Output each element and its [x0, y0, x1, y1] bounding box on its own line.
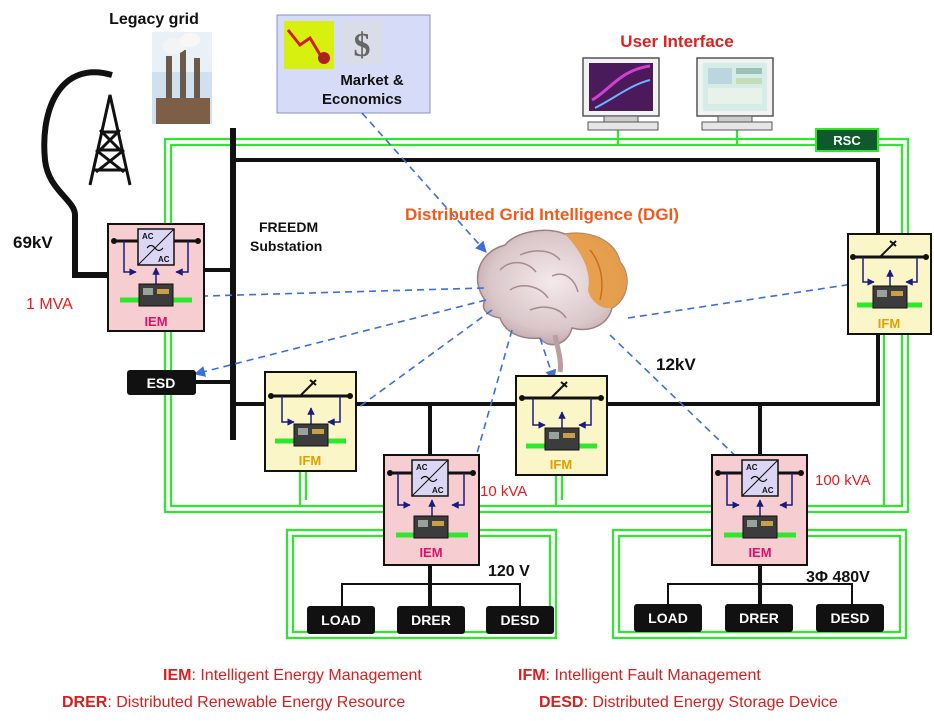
iem-right	[711, 454, 808, 566]
freedm-label-line2: Substation	[250, 238, 322, 254]
ac-label: AC	[416, 463, 428, 472]
ac-label: AC	[762, 486, 774, 495]
ifm-right	[847, 233, 932, 335]
legend-item-drer: DRER: Distributed Renewable Energy Resou…	[62, 694, 406, 711]
desd-box-right	[816, 604, 884, 632]
transmission-tower-icon	[88, 94, 132, 186]
voltage-69kv-label: 69kV	[13, 233, 53, 252]
dollar-icon: $	[354, 27, 371, 64]
load-label: LOAD	[648, 610, 688, 626]
iem-label: IEM	[748, 545, 771, 560]
legacy-grid-label: Legacy grid	[109, 11, 199, 28]
iem-label: IEM	[419, 545, 442, 560]
iem-left	[107, 223, 205, 332]
drer-label: DRER	[411, 612, 451, 628]
desd-label: DESD	[831, 610, 870, 626]
rsc-label: RSC	[833, 133, 861, 148]
legacy-grid-illustration	[152, 32, 212, 124]
monitor-icon	[696, 57, 774, 131]
voltage-12kv-label: 12kV	[656, 355, 696, 374]
drer-label: DRER	[739, 610, 779, 626]
drer-box-right	[725, 604, 793, 632]
esd-label: ESD	[147, 375, 176, 391]
legend-item-desd: DESD: Distributed Energy Storage Device	[539, 694, 838, 711]
rating-1mva-label: 1 MVA	[26, 296, 73, 313]
legend-item-iem: IEM: Intelligent Energy Management	[163, 667, 422, 684]
ifm-center	[515, 375, 608, 476]
ifm-left	[264, 371, 357, 472]
legend-item-ifm: IFM: Intelligent Fault Management	[518, 667, 761, 684]
rating-10kva-label: 10 kVA	[480, 483, 527, 500]
iem-center	[383, 454, 480, 566]
load-buses	[341, 583, 853, 606]
ac-label: AC	[158, 255, 170, 264]
dgi-label: Distributed Grid Intelligence (DGI)	[405, 205, 679, 224]
ifm-label: IFM	[878, 316, 900, 331]
esd-box	[127, 370, 196, 395]
ifm-label: IFM	[550, 457, 572, 472]
voltage-120v-label: 120 V	[488, 563, 530, 580]
ifm-label: IFM	[299, 453, 321, 468]
market-label-line2: Economics	[322, 91, 402, 108]
voltage-480v-label: 3Φ 480V	[806, 569, 870, 586]
ac-label: AC	[746, 463, 758, 472]
user-interface-label: User Interface	[620, 32, 733, 51]
rating-100kva-label: 100 kVA	[815, 472, 871, 489]
load-label: LOAD	[321, 612, 361, 628]
brain-icon	[476, 229, 628, 373]
desd-box-left	[486, 606, 554, 634]
freedm-label-line1: FREEDM	[259, 219, 318, 235]
ac-label: AC	[142, 232, 154, 241]
ac-label: AC	[432, 486, 444, 495]
market-economics-box: $	[276, 14, 431, 114]
monitor-icon	[582, 57, 660, 131]
rsc-box	[815, 128, 879, 152]
iem-label: IEM	[144, 314, 167, 329]
drer-box-left	[397, 606, 465, 634]
market-label-line1: Market &	[340, 72, 404, 89]
desd-label: DESD	[501, 612, 540, 628]
load-box-right	[634, 604, 702, 632]
load-box-left	[307, 606, 375, 634]
